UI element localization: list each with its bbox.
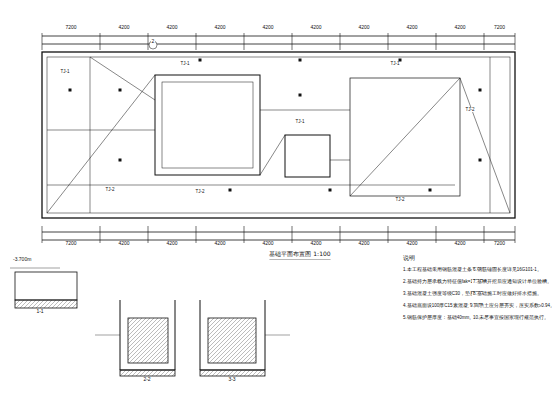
dimension-text: 4200 (117, 241, 130, 247)
dimension-text: 4200 (117, 25, 130, 31)
section-mark: 1-1 (35, 309, 44, 315)
section-mark: 说明 (402, 255, 416, 262)
dimension-text: 4200 (261, 241, 274, 247)
dimension-text: 4200 (453, 241, 466, 247)
dimension-text: 4200 (165, 25, 178, 31)
section-mark: 2-2 (142, 377, 151, 383)
member-mark: TJ-1 (390, 62, 401, 67)
dimension-text: 4200 (261, 25, 274, 31)
note-text: 6.钢筋锚固长度详见16G101-1。 (472, 268, 543, 273)
drawing-title: 基础平面布置图 1:100 (269, 250, 330, 259)
dimension-text: 4200 (357, 25, 370, 31)
note-text: 7.基槽开挖后应通知设计单位验槽。 (472, 280, 553, 285)
member-mark: TJ-2 (395, 198, 406, 203)
dimension-text: 7200 (493, 241, 506, 247)
dimension-text: 4200 (213, 241, 226, 247)
dimension-text: 4200 (213, 25, 226, 31)
dimension-text: 4200 (453, 25, 466, 31)
member-mark: TJ-2 (105, 188, 116, 193)
dimension-text: 7200 (64, 25, 77, 31)
section-mark: -3.700m (12, 257, 32, 263)
note-text: 10.未尽事宜按国家现行规范执行。 (472, 316, 550, 321)
dimension-text: 4200 (405, 241, 418, 247)
dimension-text: 4200 (357, 241, 370, 247)
member-mark: TJ-2 (195, 190, 206, 195)
dimension-text: 7200 (64, 241, 77, 247)
member-mark: TJ-1 (295, 120, 306, 125)
dimension-text: 4200 (309, 241, 322, 247)
note-text: 9.回填土应分层夯实，压实系数≥0.94。 (469, 304, 556, 309)
dimension-text: 4200 (309, 25, 322, 31)
dimension-text: 4200 (405, 25, 418, 31)
member-mark: TJ-2 (465, 108, 476, 113)
note-text: 8.基础施工时应做好排水措施。 (472, 292, 543, 297)
member-mark: 2 (151, 39, 156, 45)
dimension-text: 4200 (165, 241, 178, 247)
dimension-text: 7200 (493, 25, 506, 31)
section-mark: 3-3 (227, 377, 236, 383)
note-text: 5.钢筋保护层厚度：基础40mm。 (402, 316, 475, 321)
member-mark: TJ-1 (180, 62, 191, 67)
member-mark: TJ-1 (60, 70, 71, 75)
